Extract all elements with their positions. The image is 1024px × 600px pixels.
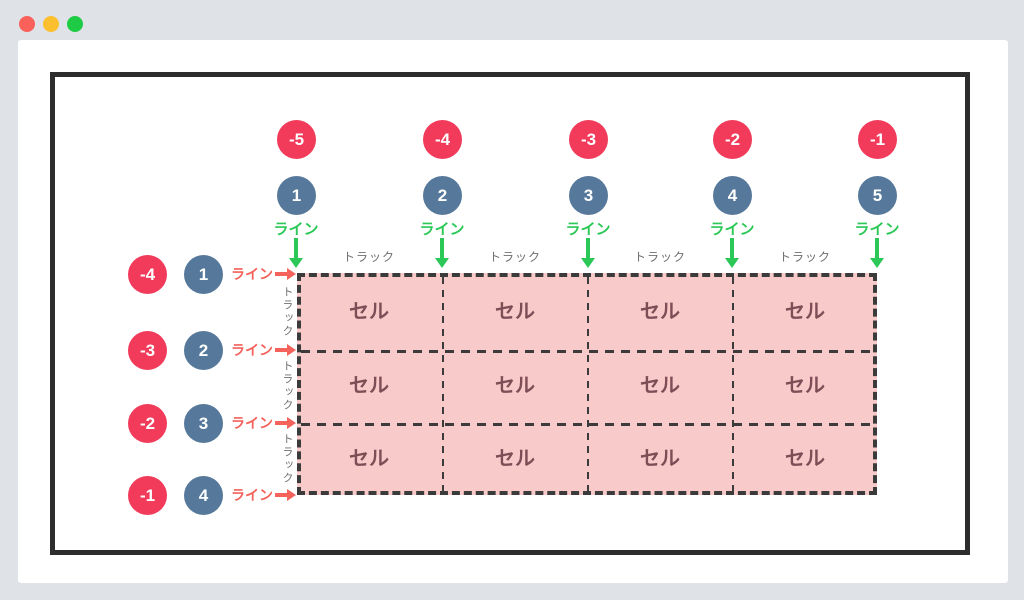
grid-cell: セル xyxy=(495,375,535,397)
column-positive-badge: 5 xyxy=(858,176,897,215)
row-track-label: トラック xyxy=(281,433,293,485)
grid-cell: セル xyxy=(349,448,389,470)
arrow-down-icon xyxy=(435,238,449,268)
row-negative-badge: -2 xyxy=(128,404,167,443)
column-negative-badge: -5 xyxy=(277,120,316,159)
column-line-label: ライン xyxy=(273,221,319,238)
column-track-label: トラック xyxy=(633,250,686,264)
grid-row-divider xyxy=(301,423,873,426)
close-window-button[interactable] xyxy=(19,16,35,32)
column-positive-badge: 1 xyxy=(277,176,316,215)
column-line-label: ライン xyxy=(854,221,900,238)
column-track-label: トラック xyxy=(488,250,541,264)
row-line-label: ライン xyxy=(226,339,296,361)
grid-cell: セル xyxy=(640,375,680,397)
row-track-label: トラック xyxy=(281,286,293,338)
grid-area: セル セル セル セル セル セル セル セル セル セル セル セル xyxy=(297,273,877,495)
row-line-label: ライン xyxy=(226,412,296,434)
row-negative-badge: -4 xyxy=(128,255,167,294)
row-positive-badge: 2 xyxy=(184,331,223,370)
column-negative-badge: -2 xyxy=(713,120,752,159)
row-track-label: トラック xyxy=(281,360,293,412)
arrow-down-icon xyxy=(870,238,884,268)
arrow-right-icon xyxy=(275,489,296,501)
row-line-text: ライン xyxy=(231,487,273,503)
column-negative-badge: -4 xyxy=(423,120,462,159)
window-controls xyxy=(19,16,83,32)
grid-cell: セル xyxy=(495,301,535,323)
arrow-down-icon xyxy=(581,238,595,268)
grid-cell: セル xyxy=(785,375,825,397)
grid-cell: セル xyxy=(349,375,389,397)
row-positive-badge: 3 xyxy=(184,404,223,443)
column-line-label: ライン xyxy=(709,221,755,238)
arrow-right-icon xyxy=(275,417,296,429)
arrow-right-icon xyxy=(275,344,296,356)
grid-column-divider xyxy=(587,277,589,491)
column-positive-badge: 2 xyxy=(423,176,462,215)
row-line-label: ライン xyxy=(226,263,296,285)
grid-row-divider xyxy=(301,350,873,353)
grid-column-divider xyxy=(442,277,444,491)
grid-column-divider xyxy=(732,277,734,491)
arrow-down-icon xyxy=(289,238,303,268)
column-positive-badge: 4 xyxy=(713,176,752,215)
grid-cell: セル xyxy=(785,448,825,470)
row-negative-badge: -1 xyxy=(128,476,167,515)
row-line-text: ライン xyxy=(231,415,273,431)
maximize-window-button[interactable] xyxy=(67,16,83,32)
row-positive-badge: 4 xyxy=(184,476,223,515)
column-track-label: トラック xyxy=(342,250,395,264)
column-negative-badge: -1 xyxy=(858,120,897,159)
column-negative-badge: -3 xyxy=(569,120,608,159)
row-line-text: ライン xyxy=(231,266,273,282)
row-positive-badge: 1 xyxy=(184,255,223,294)
grid-cell: セル xyxy=(495,448,535,470)
grid-cell: セル xyxy=(640,301,680,323)
row-line-text: ライン xyxy=(231,342,273,358)
column-track-label: トラック xyxy=(778,250,831,264)
row-line-label: ライン xyxy=(226,484,296,506)
arrow-right-icon xyxy=(275,268,296,280)
row-negative-badge: -3 xyxy=(128,331,167,370)
column-line-label: ライン xyxy=(419,221,465,238)
grid-cell: セル xyxy=(785,301,825,323)
column-line-label: ライン xyxy=(565,221,611,238)
grid-cell: セル xyxy=(349,301,389,323)
arrow-down-icon xyxy=(725,238,739,268)
minimize-window-button[interactable] xyxy=(43,16,59,32)
grid-cell: セル xyxy=(640,448,680,470)
column-positive-badge: 3 xyxy=(569,176,608,215)
